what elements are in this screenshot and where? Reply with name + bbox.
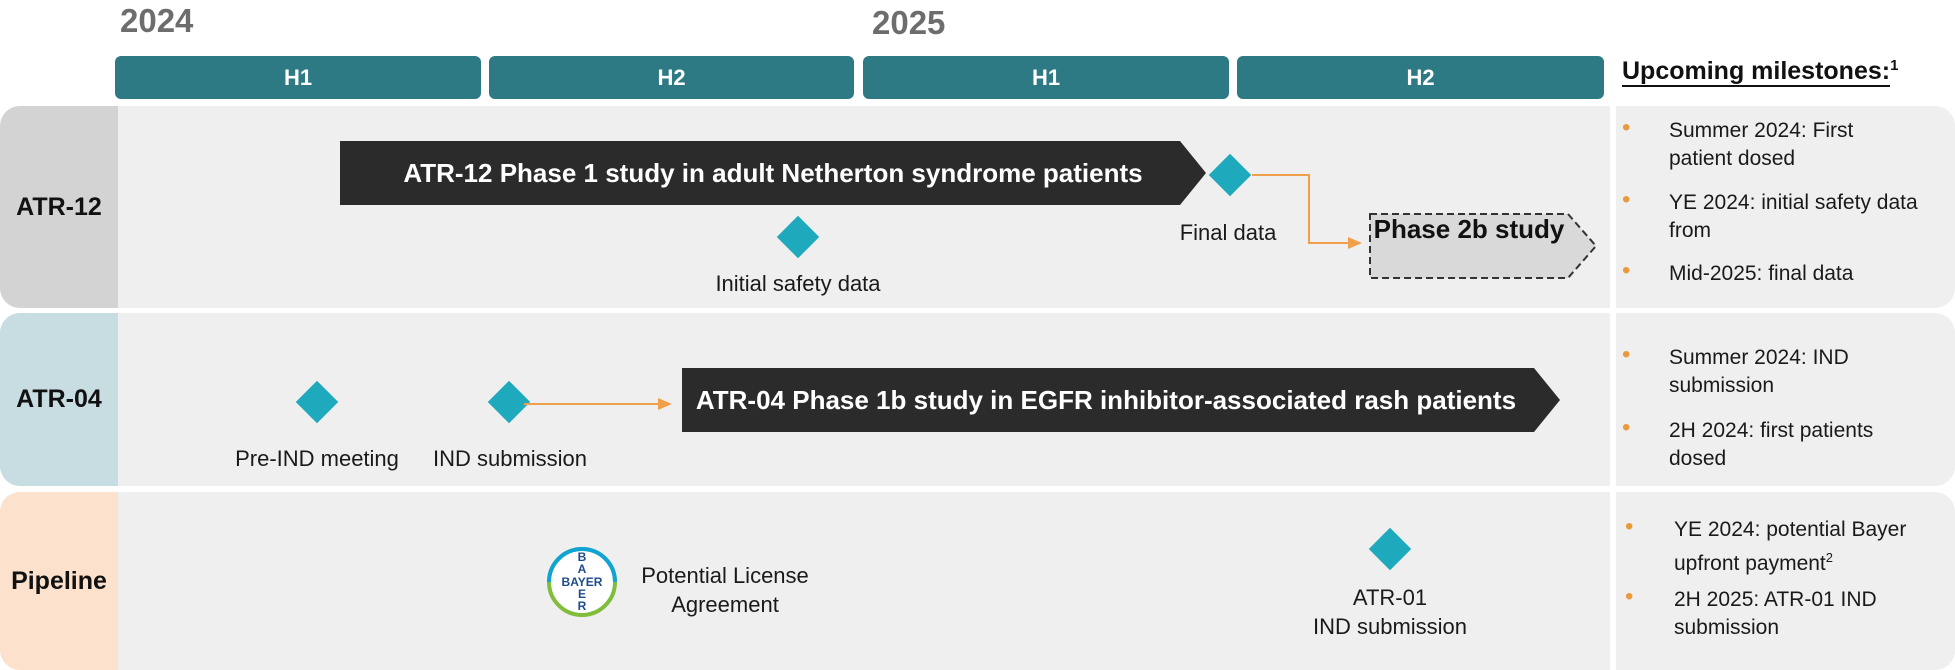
atr04-ind-label: IND submission <box>432 446 588 471</box>
atr12-connector-arrow <box>1252 174 1362 249</box>
license-line-2: Agreement <box>671 592 779 617</box>
bayer-logo: BAYER B A E R <box>547 547 617 617</box>
atr01-line-1: ATR-01 <box>1352 585 1428 610</box>
atr04-pre-ind-label: Pre-IND meeting <box>235 446 399 471</box>
svg-text:R: R <box>578 599 587 613</box>
atr04-connector-arrow <box>524 398 672 410</box>
milestone-atr12-2: YE 2024: initial safety data from <box>1669 191 1918 242</box>
milestone-atr04-1: Summer 2024: IND submission <box>1669 346 1849 397</box>
milestones-pipeline-panel <box>1616 492 1955 670</box>
year-2024: 2024 <box>120 2 194 39</box>
row-atr12-background <box>0 106 1610 308</box>
bullet: • <box>1622 186 1631 213</box>
bullet: • <box>1625 513 1634 540</box>
phase2b-label: Phase 2b study <box>1373 214 1565 244</box>
milestone-atr12-1: Summer 2024: First patient dosed <box>1669 119 1854 170</box>
milestone-pipeline-2: 2H 2025: ATR-01 IND submission <box>1674 588 1877 639</box>
year-2025: 2025 <box>872 4 946 41</box>
phase2b-box <box>1369 213 1598 279</box>
atr12-initial-data-label: Initial safety data <box>715 271 881 296</box>
milestones-atr04-panel <box>1616 313 1955 486</box>
header-2024-h2: H2 <box>489 56 854 99</box>
row-label-atr04: ATR-04 <box>0 313 118 486</box>
milestones-atr12-panel <box>1616 106 1955 308</box>
row-label-pipeline: Pipeline <box>0 492 118 670</box>
bullet: • <box>1622 414 1631 441</box>
bullet: • <box>1622 257 1631 284</box>
row-pipeline-background <box>0 492 1610 670</box>
atr12-study-bar: ATR-12 Phase 1 study in adult Netherton … <box>340 141 1206 205</box>
svg-text:B: B <box>578 550 587 564</box>
atr01-line-2: IND submission <box>1312 614 1468 639</box>
bullet: • <box>1625 583 1634 610</box>
milestone-pipeline-1: YE 2024: potential Bayer upfront payment… <box>1674 518 1907 575</box>
milestone-atr04-2: 2H 2024: first patients dosed <box>1669 419 1874 470</box>
svg-text:E: E <box>578 587 586 601</box>
row-label-atr12: ATR-12 <box>0 106 118 308</box>
atr04-study-bar: ATR-04 Phase 1b study in EGFR inhibitor-… <box>682 368 1560 432</box>
milestone-atr12-3: Mid-2025: final data <box>1669 262 1854 285</box>
header-2024-h1: H1 <box>115 56 481 99</box>
atr12-final-data-label: Final data <box>1179 220 1277 245</box>
atr01-label: ATR-01 IND submission <box>1290 583 1490 641</box>
header-2025-h2: H2 <box>1237 56 1604 99</box>
bullet: • <box>1622 341 1631 368</box>
license-agreement-label: Potential License Agreement <box>625 561 825 619</box>
license-line-1: Potential License <box>641 563 809 588</box>
bayer-logo-horizontal: BAYER <box>562 575 603 589</box>
header-2025-h1: H1 <box>863 56 1229 99</box>
milestones-title: Upcoming milestones:1 <box>1622 57 1899 88</box>
bullet: • <box>1622 114 1631 141</box>
svg-text:A: A <box>578 562 587 576</box>
